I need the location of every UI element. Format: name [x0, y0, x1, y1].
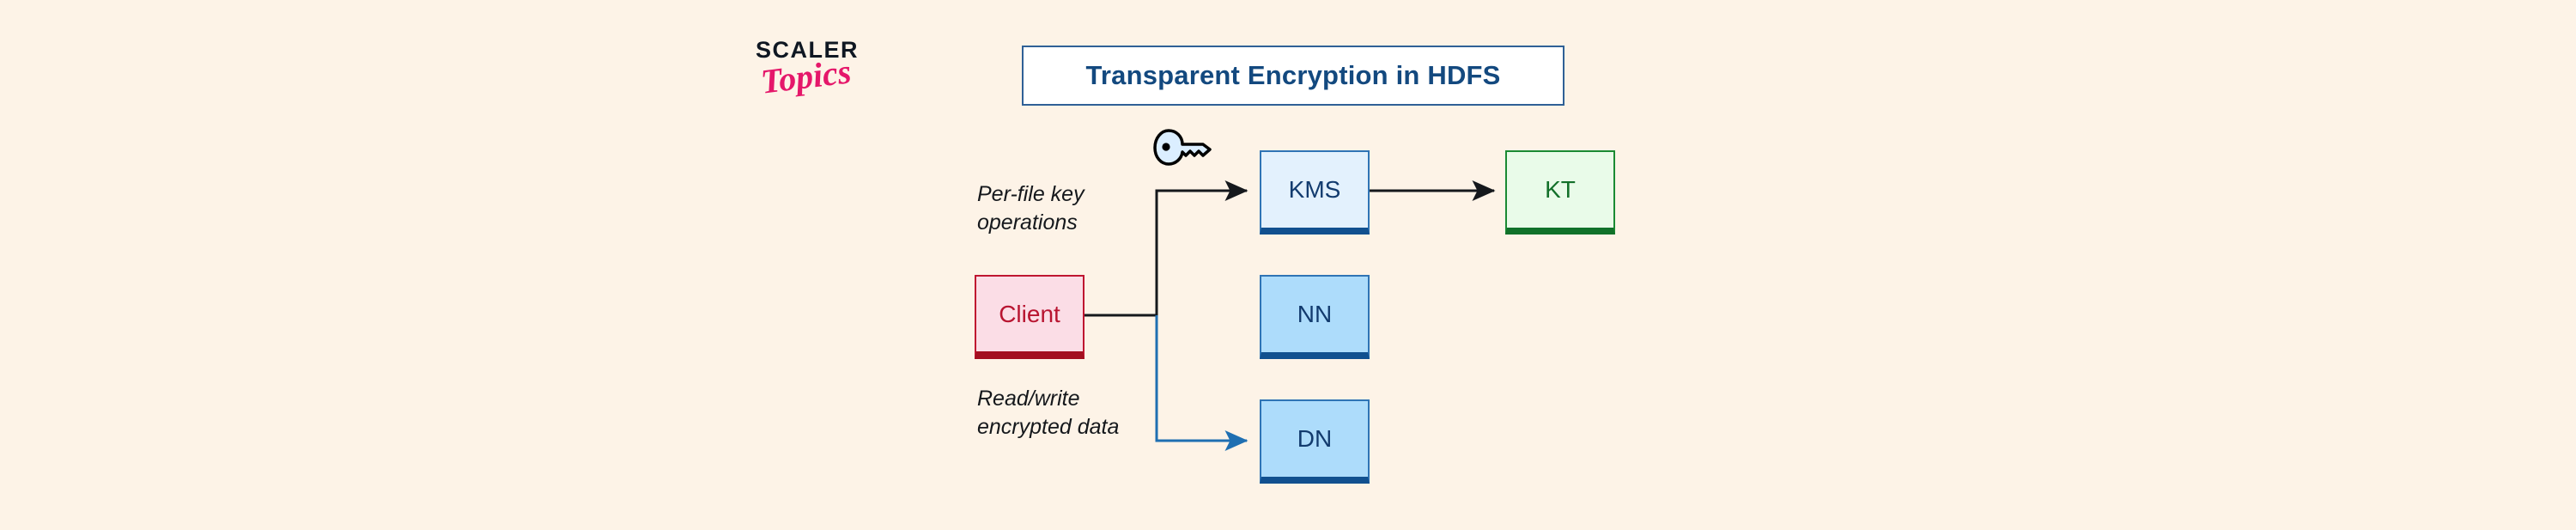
node-dn[interactable]: DN — [1260, 399, 1370, 484]
edge-client-to-dn — [1155, 315, 1249, 451]
node-kt-label: KT — [1545, 176, 1576, 203]
node-kt[interactable]: KT — [1505, 150, 1615, 235]
page-title: Transparent Encryption in HDFS — [1085, 60, 1501, 90]
node-nn[interactable]: NN — [1260, 275, 1370, 359]
key-icon — [1153, 129, 1212, 166]
node-dn-label: DN — [1297, 425, 1333, 452]
node-client[interactable]: Client — [975, 275, 1084, 359]
scaler-topics-logo: SCALER Topics — [756, 39, 910, 107]
edge-client-to-kms — [1155, 180, 1249, 315]
edge-label-read-write-encrypted-data: Read/write encrypted data — [977, 387, 1120, 440]
edge-label-per-file-key-operations: Per-file key operations — [977, 182, 1084, 235]
node-kms[interactable]: KMS — [1260, 150, 1370, 235]
node-client-label: Client — [999, 300, 1060, 327]
diagram-title-box: Transparent Encryption in HDFS — [1022, 46, 1564, 106]
node-kms-label: KMS — [1288, 176, 1341, 203]
logo-scaler-text: SCALER — [756, 37, 860, 63]
node-nn-label: NN — [1297, 301, 1333, 327]
